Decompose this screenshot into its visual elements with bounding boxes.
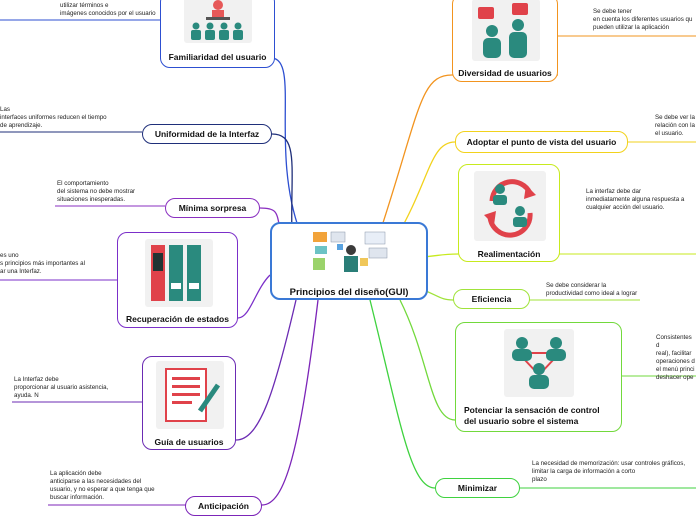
topic-minimizar[interactable]: Minimizar [435, 478, 520, 498]
topic-minimizar-label: Minimizar [457, 483, 498, 493]
topic-anticipacion[interactable]: Anticipación [185, 496, 262, 516]
users-chat-illustration [472, 0, 540, 61]
binders-illustration [145, 239, 213, 307]
presenter-icon [191, 0, 243, 40]
feedback-cycle-illustration [474, 171, 546, 241]
central-topic-title: Principios del diseño(GUI) [289, 287, 409, 298]
topic-diversidad[interactable]: Diversidad de usuarios [452, 0, 558, 82]
binders-icon [151, 245, 201, 301]
note-sorpresa: El comportamiento del sistema no debe mo… [57, 180, 136, 203]
topic-adoptar-label: Adoptar el punto de vista del usuario [466, 137, 617, 147]
note-anticipacion: La aplicación debe anticiparse a las nec… [50, 470, 155, 501]
teacher-presentation-illustration [184, 0, 252, 43]
topic-realimentacion-label: Realimentación [477, 249, 541, 259]
gui-design-illustration [313, 231, 388, 272]
topic-uniformidad-label: Uniformidad de la Interfaz [154, 129, 260, 139]
note-potenciar: Consistentes d real), facilitar operacio… [656, 334, 695, 381]
topic-sorpresa[interactable]: Mínima sorpresa [165, 198, 260, 218]
topic-eficiencia-label: Eficiencia [471, 294, 512, 304]
topic-uniformidad[interactable]: Uniformidad de la Interfaz [142, 124, 272, 144]
note-minimizar: La necesidad de memorización: usar contr… [532, 460, 686, 483]
document-pencil-icon [165, 368, 221, 422]
topic-familiaridad-label: Familiaridad del usuario [168, 52, 267, 62]
note-realimentacion: La interfaz debe dar inmediatamente algu… [586, 188, 685, 211]
topic-recuperacion[interactable]: Recuperación de estados [117, 232, 238, 328]
note-adoptar: Se debe ver la relación con la el usuari… [655, 114, 695, 137]
guide-document-illustration [156, 361, 224, 429]
topic-recuperacion-label: Recuperación de estados [126, 314, 229, 324]
note-recuperacion: es uno s principios más importantes al a… [0, 252, 85, 275]
topic-potenciar-label: Potenciar la sensación de control del us… [464, 405, 600, 426]
central-topic[interactable]: Principios del diseño(GUI) [270, 222, 428, 300]
note-familiaridad: utilizar términos e imágenes conocidos p… [60, 2, 156, 17]
topic-familiaridad[interactable]: Familiaridad del usuario [160, 0, 275, 68]
note-guia: La Interfaz debe proporcionar al usuario… [14, 376, 109, 399]
topic-adoptar[interactable]: Adoptar el punto de vista del usuario [455, 131, 628, 153]
topic-diversidad-label: Diversidad de usuarios [458, 68, 552, 78]
topic-realimentacion[interactable]: Realimentación [458, 164, 560, 262]
feedback-cycle-icon [484, 179, 536, 238]
topic-potenciar[interactable]: Potenciar la sensación de control del us… [455, 322, 622, 432]
topic-guia[interactable]: Guía de usuarios [142, 356, 236, 450]
branch-uniformidad [142, 133, 293, 239]
team-network-icon [512, 337, 566, 389]
team-control-illustration [504, 329, 574, 397]
topic-sorpresa-label: Mínima sorpresa [178, 203, 247, 213]
note-eficiencia: Se debe considerar la productividad como… [546, 282, 638, 297]
note-uniformidad: Las interfaces uniformes reducen el tiem… [0, 106, 107, 129]
topic-eficiencia[interactable]: Eficiencia [453, 289, 530, 309]
topic-anticipacion-label: Anticipación [197, 501, 249, 511]
note-diversidad: Se debe tener en cuenta los diferentes u… [593, 8, 693, 31]
users-chat-icon [478, 3, 528, 58]
topic-guia-label: Guía de usuarios [154, 437, 224, 447]
